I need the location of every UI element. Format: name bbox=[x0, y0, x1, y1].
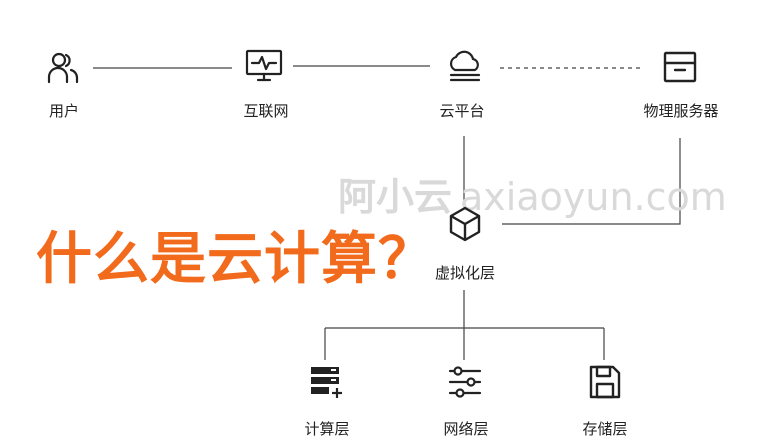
node-label-physical-servers: 物理服务器 bbox=[643, 102, 719, 120]
node-label-network: 网络层 bbox=[443, 420, 489, 438]
floppy-disk-icon bbox=[589, 365, 621, 399]
watermark-cn: 阿小云 bbox=[338, 175, 453, 219]
archive-box-icon bbox=[663, 51, 697, 83]
node-label-cloud-platform: 云平台 bbox=[439, 102, 485, 120]
cloud-server-icon bbox=[449, 50, 481, 82]
watermark-domain: axiaoyun.com bbox=[460, 175, 727, 219]
connector-servers-virtualization bbox=[502, 138, 681, 225]
cube-icon bbox=[449, 206, 481, 242]
node-label-storage: 存储层 bbox=[582, 420, 628, 438]
users-icon bbox=[47, 52, 79, 84]
sliders-icon bbox=[448, 366, 482, 398]
node-label-virtualization: 虚拟化层 bbox=[434, 264, 496, 282]
node-label-user: 用户 bbox=[48, 102, 80, 120]
node-label-internet: 互联网 bbox=[243, 102, 289, 120]
monitor-pulse-icon bbox=[245, 49, 283, 82]
headline: 什么是云计算？ bbox=[36, 227, 435, 292]
server-add-icon bbox=[311, 367, 342, 398]
node-label-compute: 计算层 bbox=[304, 420, 350, 438]
